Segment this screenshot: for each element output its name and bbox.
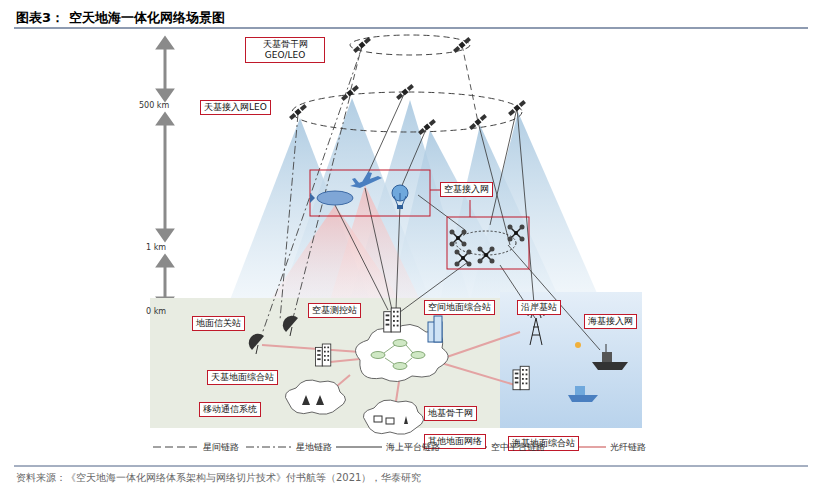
legend-label: 星间链路: [203, 441, 239, 454]
box-label: 地基骨干网: [428, 408, 473, 419]
box-label: 海基接入网: [588, 316, 633, 327]
label-box: 天基地面综合站: [207, 370, 278, 385]
label-box: 地面信关站: [192, 316, 245, 331]
label-box: 空基测控站: [308, 303, 361, 318]
label-box: 地基骨干网: [424, 406, 477, 421]
box-label: 沿岸基站: [521, 302, 557, 313]
box-label: 天基骨干网 GEO/LEO: [249, 39, 321, 61]
legend-label: 星地链路: [296, 441, 332, 454]
legend-line-sample: [246, 447, 292, 448]
box-label: 空间地面综合站: [428, 302, 491, 313]
source-note: 资料来源：《空天地海一体化网络体系架构与网络切片技术》付书航等（2021），华泰…: [16, 471, 421, 485]
altitude-label: 500 km: [139, 101, 169, 110]
label-box: 空间地面综合站: [424, 300, 495, 315]
label-box: 天基接入网LEO: [200, 100, 271, 115]
box-label: 空基测控站: [312, 305, 357, 316]
legend-line-sample: [336, 447, 382, 448]
legend-label: 光纤链路: [610, 441, 646, 454]
label-box: 沿岸基站: [517, 300, 561, 315]
legend-line-sample: [153, 447, 199, 448]
box-label: 空基接入网: [444, 184, 489, 195]
box-label: 天基接入网LEO: [204, 102, 267, 113]
label-box: 海基接入网: [584, 314, 637, 329]
box-label: 天基地面综合站: [211, 372, 274, 383]
altitude-label: 0 km: [146, 307, 166, 316]
label-box: 移动通信系统: [199, 402, 261, 417]
legend-label: 空中平台链路: [491, 441, 545, 454]
legend-label: 海上平台链路: [386, 441, 440, 454]
label-box: 天基骨干网 GEO/LEO: [245, 37, 325, 63]
figure-title: 图表3： 空天地海一体化网络场景图: [16, 9, 225, 27]
altitude-label: 1 km: [146, 243, 166, 252]
box-label: 移动通信系统: [203, 404, 257, 415]
label-box: 空基接入网: [440, 182, 493, 197]
box-label: 地面信关站: [196, 318, 241, 329]
